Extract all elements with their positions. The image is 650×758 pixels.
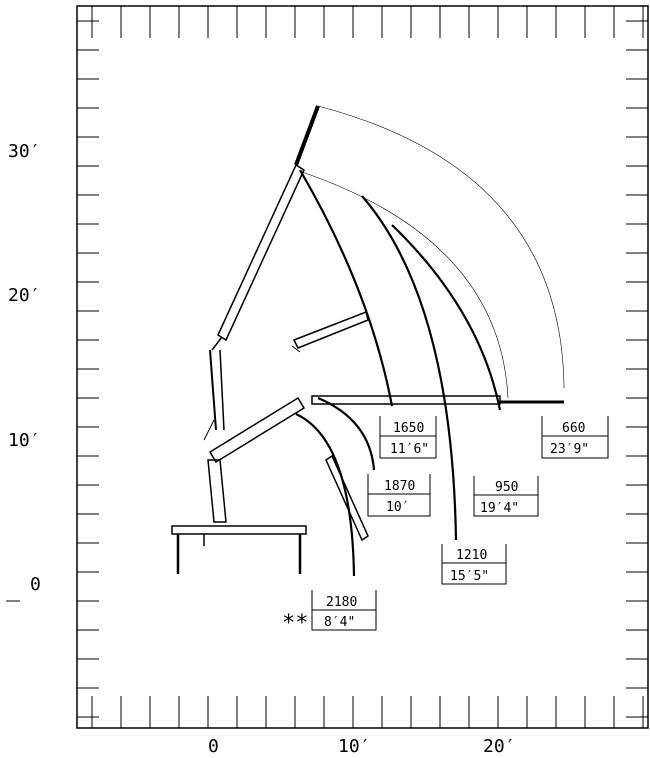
load-curve xyxy=(299,169,394,407)
y-tick-label: 10′ xyxy=(8,430,41,451)
reach-value: 19′4" xyxy=(480,501,519,516)
y-axis-labels: 30′ 20′ 10′ 0 xyxy=(8,141,41,595)
load-value: 2180 xyxy=(326,595,357,610)
x-tick-label: 10′ xyxy=(338,736,371,757)
boom-horizontal xyxy=(311,395,501,405)
crane-base xyxy=(171,525,307,535)
load-curve xyxy=(361,195,458,541)
load-label-950: 950 19′4" xyxy=(473,476,539,517)
load-curve xyxy=(317,396,376,471)
reach-value: 10′ xyxy=(386,500,409,515)
reach-value: 11′6" xyxy=(390,442,429,457)
inner-envelope-arc xyxy=(301,171,509,399)
load-curve xyxy=(391,224,502,411)
load-value: 660 xyxy=(562,421,585,436)
boom-folded xyxy=(325,454,369,542)
reach-value: 23′9" xyxy=(550,442,589,457)
load-label-1870: 1870 10′ xyxy=(367,474,431,517)
crane-illustration xyxy=(171,105,564,574)
x-tick-label: 20′ xyxy=(483,736,516,757)
chart-frame xyxy=(76,5,649,729)
x-tick-label: 0 xyxy=(208,736,219,757)
y-tick-label: 0 xyxy=(30,574,41,595)
load-labels: 1650 11′6" 660 23′9" 1870 10′ 950 19′4" … xyxy=(282,416,609,636)
load-value: 950 xyxy=(495,480,518,495)
load-label-2180: 2180 8′4" ** xyxy=(282,590,377,636)
y-tick-label: 30′ xyxy=(8,141,41,162)
x-axis-labels: 0 10′ 20′ xyxy=(208,736,516,757)
load-label-660: 660 23′9" xyxy=(541,416,609,459)
main-arm xyxy=(208,396,306,464)
outer-envelope-arc xyxy=(317,105,565,389)
load-curve xyxy=(295,413,356,577)
load-value: 1870 xyxy=(384,479,415,494)
load-value: 1210 xyxy=(456,548,487,563)
y-tick-label: 20′ xyxy=(8,285,41,306)
note-marker: ** xyxy=(282,611,309,636)
boom-mid xyxy=(292,310,369,349)
load-label-1650: 1650 11′6" xyxy=(379,416,437,459)
load-label-1210: 1210 15′5" xyxy=(441,544,507,585)
reach-value: 15′5" xyxy=(450,569,489,584)
load-curves xyxy=(295,169,502,577)
crane-column xyxy=(207,459,227,523)
load-value: 1650 xyxy=(393,421,424,436)
boom-raised xyxy=(217,163,305,342)
reach-value: 8′4" xyxy=(324,615,355,630)
boom-tip xyxy=(294,105,320,166)
axis-ticks xyxy=(77,6,648,728)
